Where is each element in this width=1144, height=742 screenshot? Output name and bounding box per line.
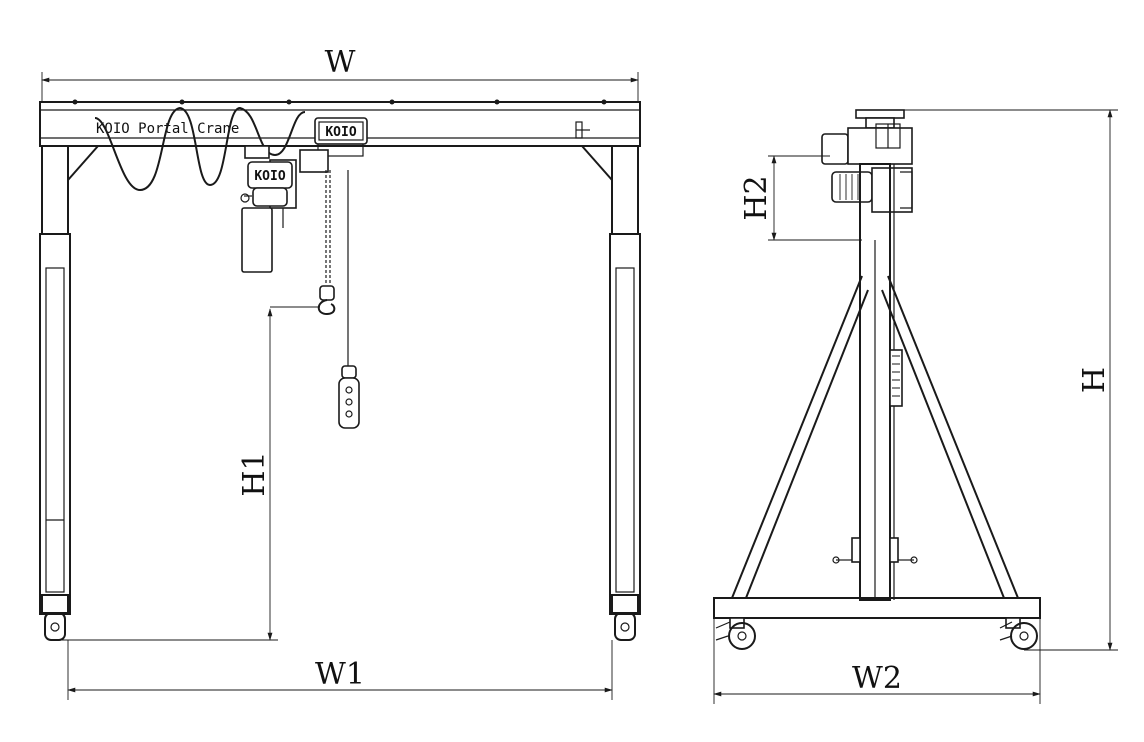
dimension-label-h: H xyxy=(1077,367,1112,393)
dimension-w2: W2 xyxy=(713,618,1041,704)
dimension-h1: H1 xyxy=(62,308,278,641)
trolley-motor: KOIO xyxy=(314,117,368,157)
side-view: H2 H W2 xyxy=(713,109,1118,704)
dimension-w1: W1 xyxy=(67,640,613,700)
dimension-label-w: W xyxy=(325,45,356,80)
side-head-assembly xyxy=(821,109,913,213)
dimension-w: W xyxy=(41,45,639,102)
right-leg xyxy=(581,145,641,641)
dimension-label-h2: H2 xyxy=(739,175,774,220)
festoon-cable xyxy=(94,106,306,192)
side-column xyxy=(859,163,903,601)
electric-hoist: KOIO xyxy=(240,161,293,273)
side-base xyxy=(713,597,1041,650)
dimension-label-w2: W2 xyxy=(852,661,902,696)
dimension-label-w1: W1 xyxy=(315,657,365,692)
load-chain xyxy=(270,170,336,316)
dimension-h2: H2 xyxy=(739,155,862,241)
dimension-h: H xyxy=(904,109,1118,651)
crank-handles xyxy=(832,537,918,564)
left-leg xyxy=(39,145,99,641)
front-view: W KOIO Portal Crane xyxy=(39,45,641,700)
pendant-control xyxy=(338,170,360,429)
hoist-brand-text: KOIO xyxy=(254,169,285,184)
a-frame-braces xyxy=(731,275,1019,599)
dimension-label-h1: H1 xyxy=(237,451,272,496)
trolley-brand-text: KOIO xyxy=(325,125,356,140)
